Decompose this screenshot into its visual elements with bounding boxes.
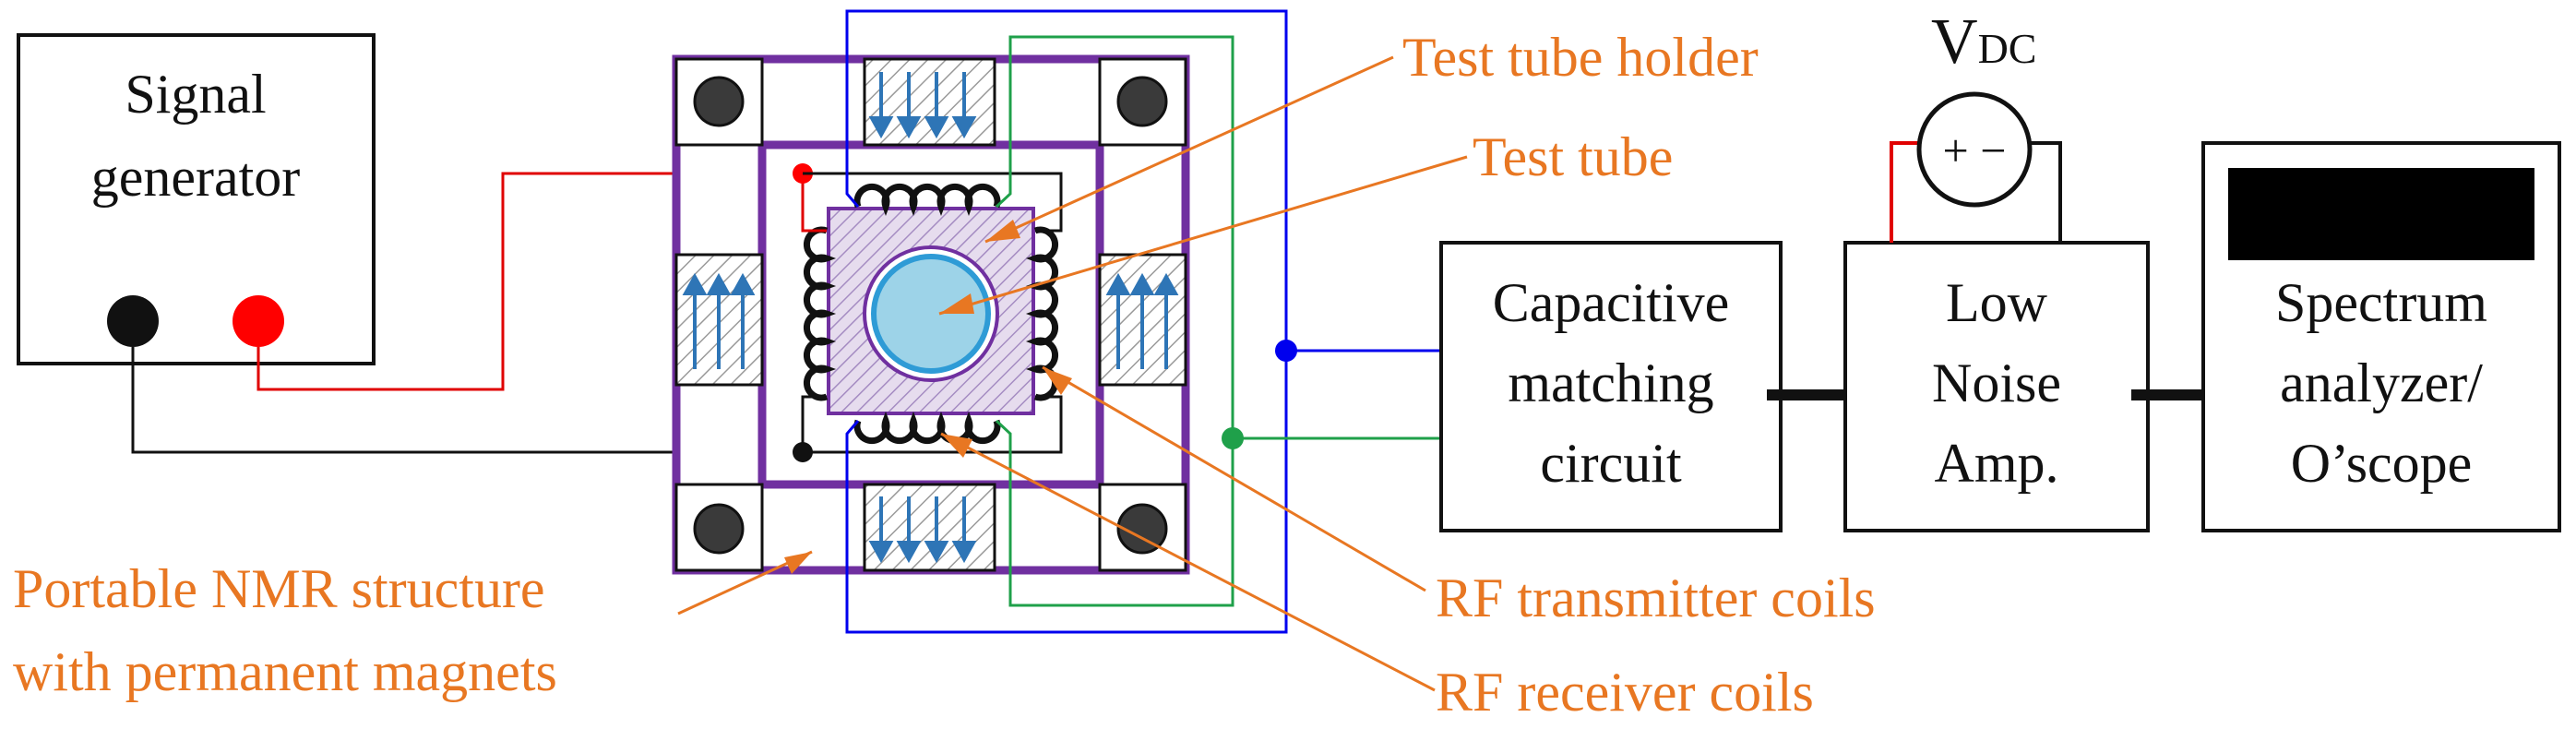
- callout-lines: [677, 55, 1468, 692]
- signal-generator: Signal generator: [17, 33, 376, 365]
- magnet-right: [1098, 253, 1187, 387]
- vdc-sub: DC: [1978, 25, 2037, 72]
- capacitive-label-1: Capacitive: [1493, 272, 1730, 333]
- spectrum-label-2: analyzer/: [2280, 353, 2483, 413]
- generator-wires: [131, 172, 803, 454]
- magnet-left: [674, 253, 764, 387]
- receiver-wire-blue: [845, 9, 1467, 634]
- capacitive-matching-circuit: Capacitive matching circuit: [1439, 241, 1783, 532]
- spectrum-label-1: Spectrum: [2275, 272, 2487, 333]
- corner-screw-top-left: [674, 57, 764, 147]
- capacitive-label-2: matching: [1508, 353, 1713, 413]
- analyzer-screen: [2228, 168, 2534, 260]
- coil-wiring: [793, 163, 1063, 462]
- callout-rf-transmitter-coils: RF transmitter coils: [1436, 568, 1876, 628]
- lna-label-2: Noise: [1932, 353, 2061, 413]
- magnet-bottom: [863, 483, 996, 572]
- magnet-top: [863, 57, 996, 147]
- vdc-main: V: [1931, 6, 1978, 78]
- callout-nmr-structure-1: Portable NMR structure: [13, 558, 545, 619]
- vdc-label: VDC: [1931, 6, 2036, 78]
- lna-label-1: Low: [1946, 272, 2048, 333]
- callout-test-tube-holder: Test tube holder: [1402, 27, 1759, 88]
- callout-test-tube: Test tube: [1473, 126, 1673, 187]
- spectrum-analyzer: Spectrum analyzer/ O’scope: [2201, 141, 2561, 532]
- signal-generator-label-1: Signal: [125, 64, 266, 125]
- signal-terminal: [233, 295, 284, 347]
- lna-label-3: Amp.: [1935, 433, 2059, 494]
- rf-transmitter-coils: [804, 226, 1058, 401]
- signal-generator-label-2: generator: [91, 147, 301, 208]
- ground-terminal: [107, 295, 159, 347]
- battery-symbol: + −: [1943, 125, 2007, 176]
- capacitive-label-3: circuit: [1540, 433, 1682, 494]
- test-tube: [863, 245, 999, 382]
- low-noise-amp: Low Noise Amp.: [1843, 241, 2150, 532]
- rf-receiver-coils: [853, 184, 1001, 444]
- corner-screw-bottom-left: [674, 483, 764, 572]
- vdc-source: + − VDC: [1890, 6, 2062, 243]
- nmr-structure: [672, 54, 1190, 575]
- corner-screw-top-right: [1098, 57, 1187, 147]
- callout-rf-receiver-coils: RF receiver coils: [1436, 662, 1814, 723]
- corner-screw-bottom-right: [1098, 483, 1187, 572]
- spectrum-label-3: O’scope: [2291, 433, 2473, 494]
- callout-arrowheads: [784, 220, 1072, 574]
- callout-nmr-structure-2: with permanent magnets: [13, 641, 557, 702]
- receiver-wire-green: [995, 35, 1467, 607]
